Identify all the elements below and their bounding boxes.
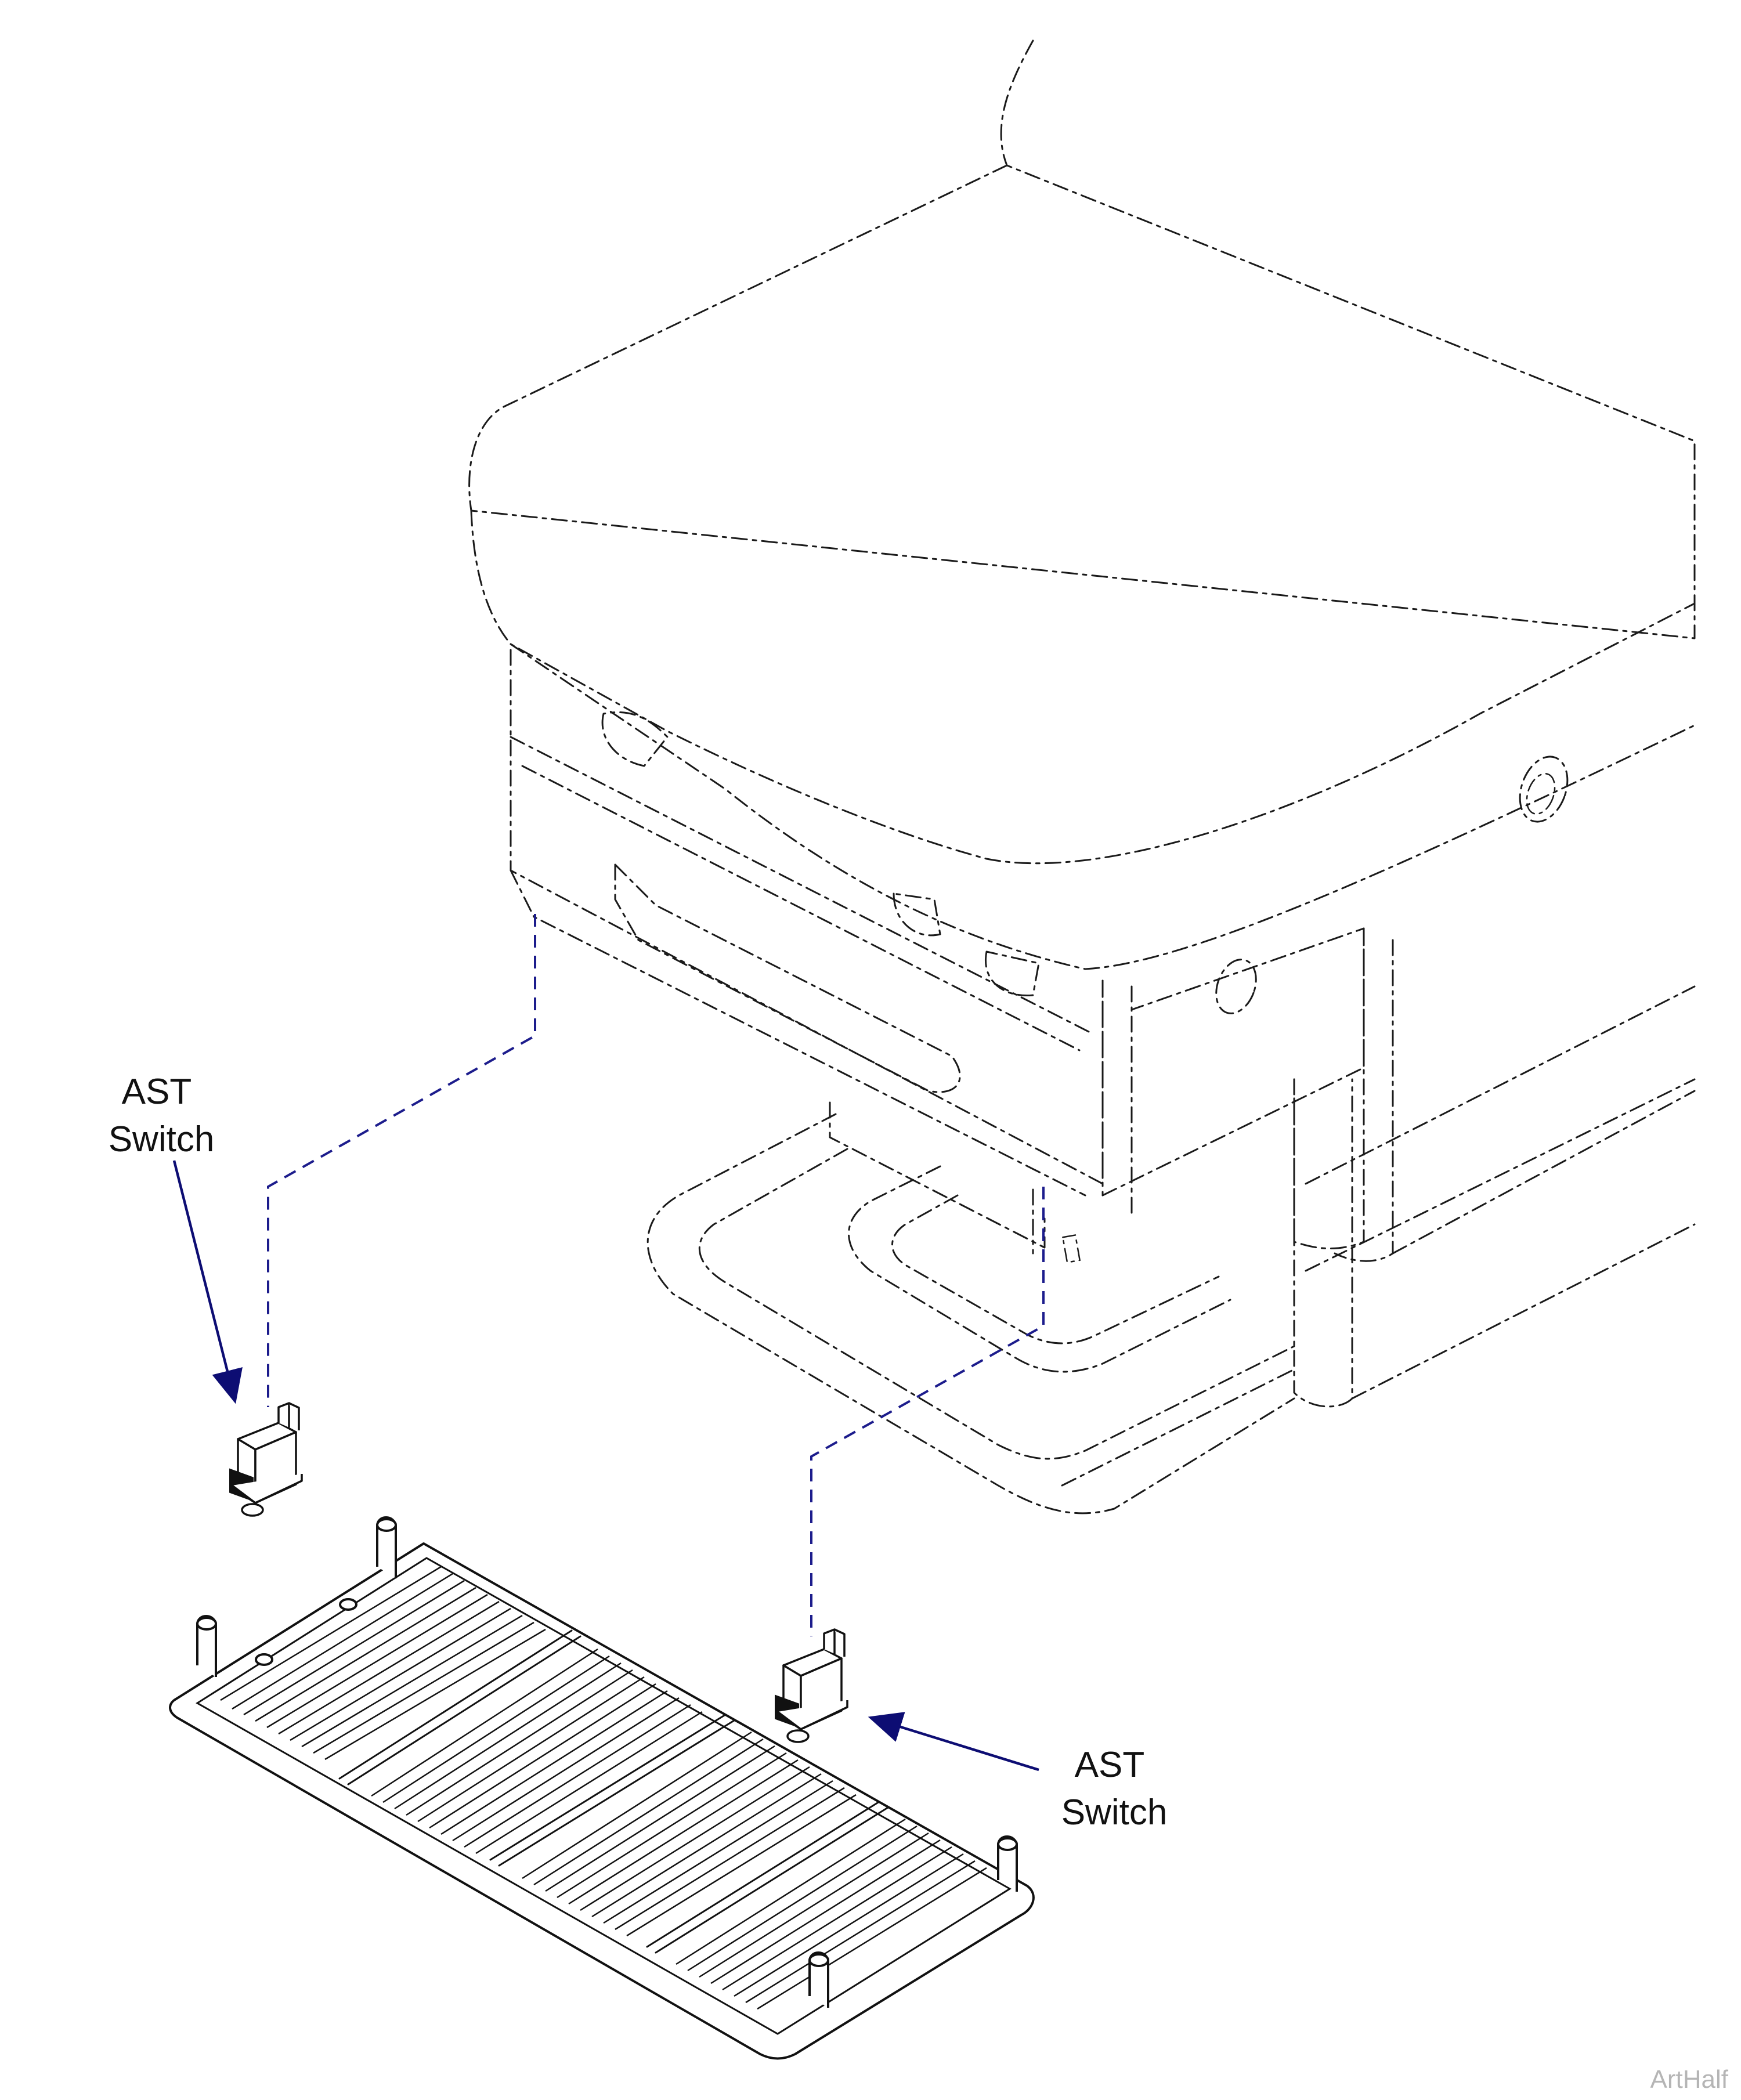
label-upper-line2: Switch [109, 1119, 215, 1159]
panel-ribs [220, 1566, 987, 2010]
label-lower-line1: AST [1075, 1745, 1144, 1785]
arrow-lower-switch [868, 1712, 1039, 1772]
assembly-guide-lines [267, 914, 1045, 1636]
leader-arrows [172, 1160, 1039, 1772]
watermark: ArtHalf [1650, 2065, 1729, 2094]
label-ast-switch-upper: AST Switch [109, 1072, 215, 1159]
ast-switch-upper[interactable] [229, 1402, 303, 1517]
ast-switch-lower[interactable] [775, 1628, 848, 1743]
ribbed-cover-panel[interactable] [169, 1516, 1035, 2060]
label-upper-line1: AST [122, 1072, 192, 1112]
arrow-upper-switch [172, 1160, 243, 1404]
label-lower-line2: Switch [1061, 1792, 1168, 1832]
label-ast-switch-lower: AST Switch [1061, 1745, 1168, 1832]
guide-lower-switch [810, 1187, 1045, 1636]
chair-phantom-outline [468, 39, 1696, 1515]
guide-upper-switch [267, 914, 536, 1407]
